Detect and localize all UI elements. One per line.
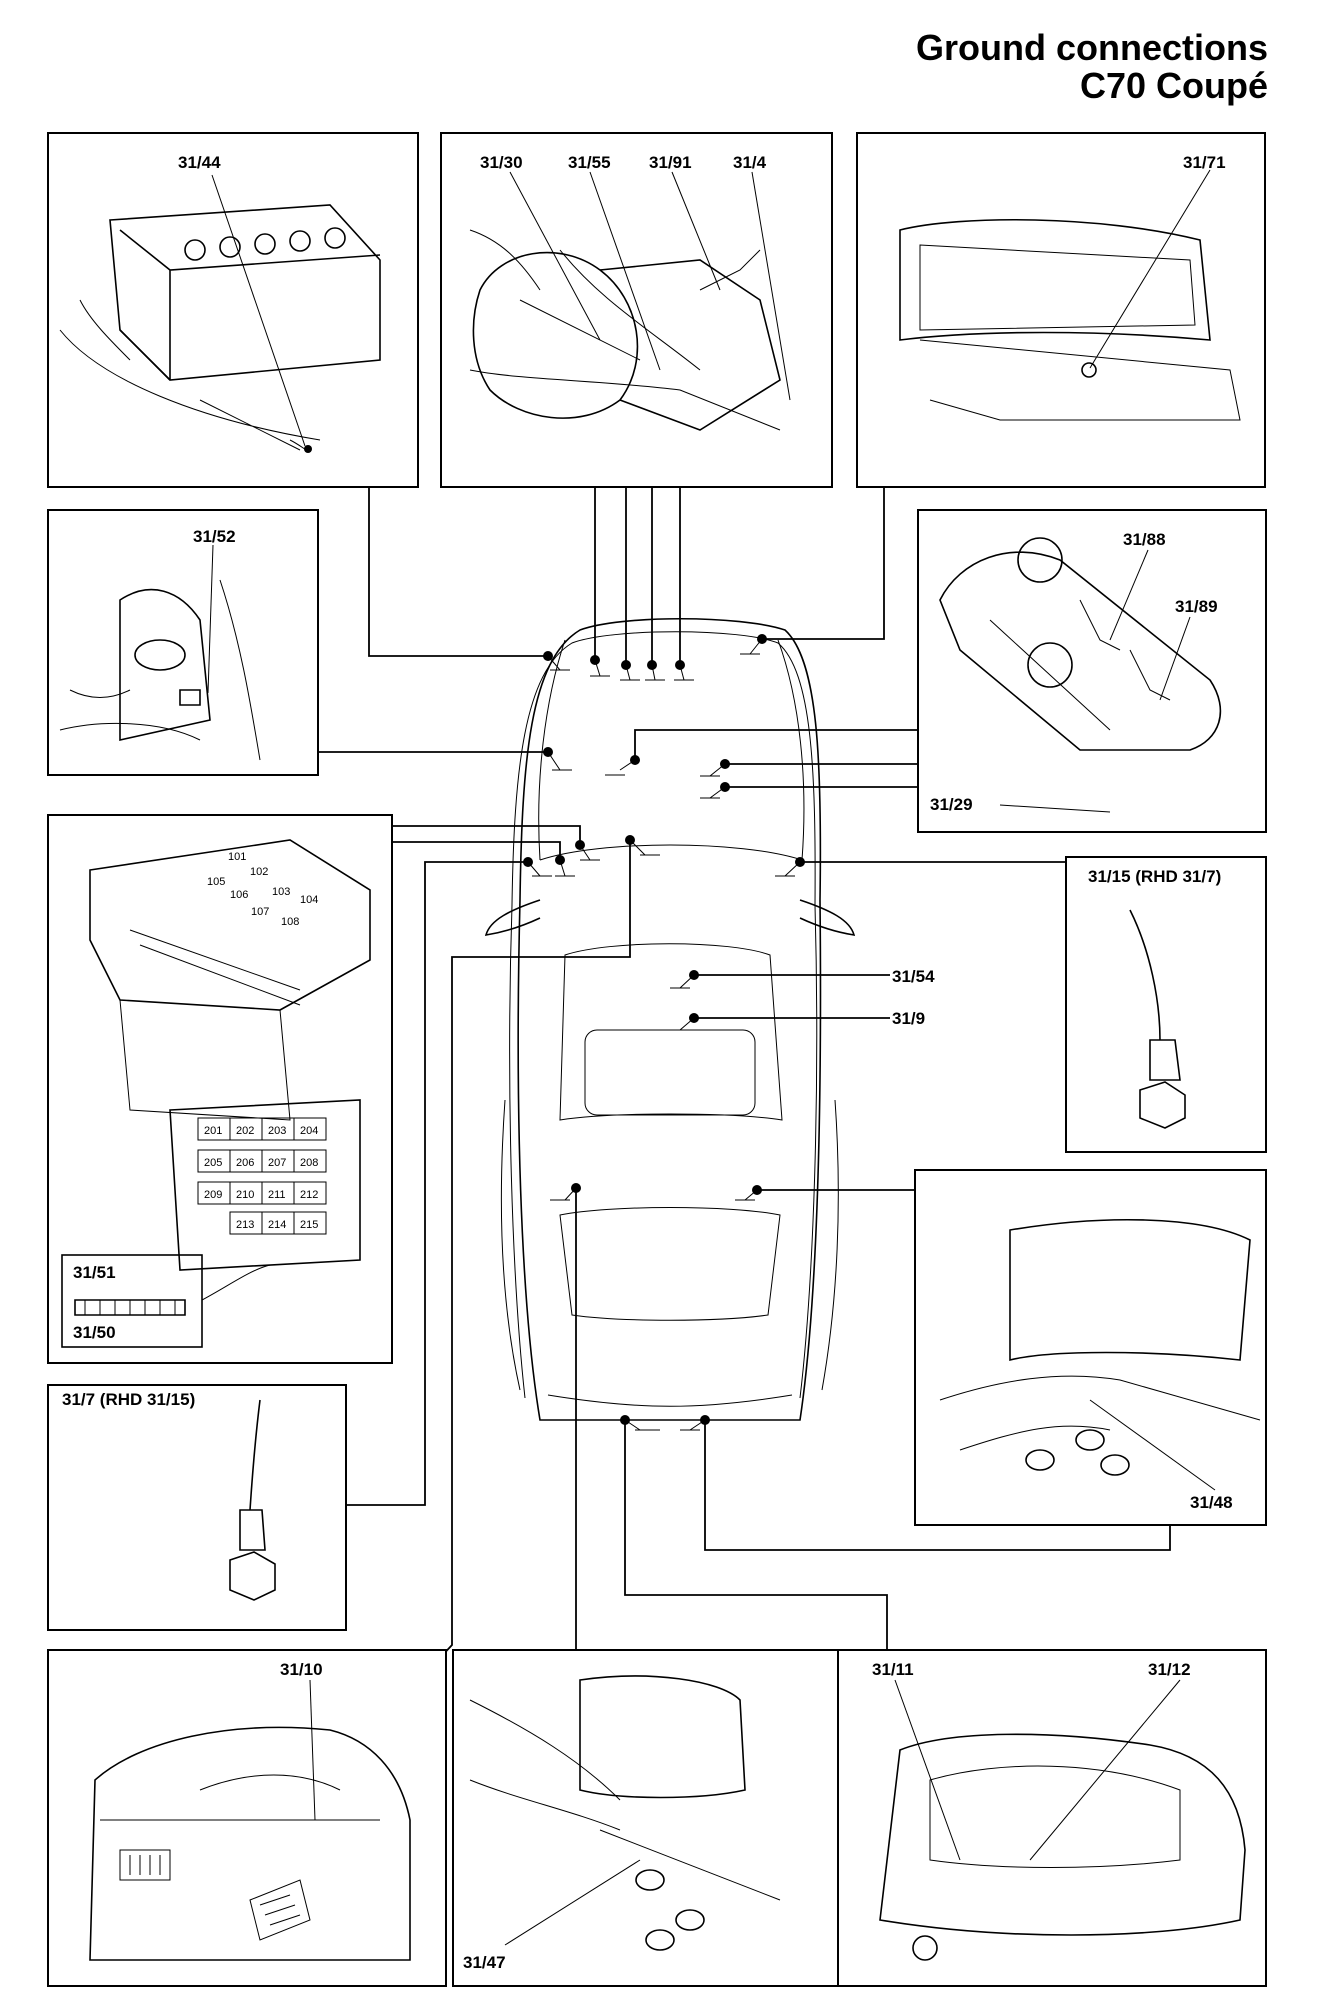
panel-fuse-box: 101 102 105 106 103 104 107 108 201 202 … xyxy=(47,814,393,1364)
fuse-215: 215 xyxy=(300,1219,318,1231)
title-line-1: Ground connections xyxy=(916,27,1268,68)
callout-31-7: 31/7 (RHD 31/15) xyxy=(62,1390,195,1409)
panel-31-15: 31/15 (RHD 31/7) xyxy=(1065,856,1267,1153)
callout-31-10: 31/10 xyxy=(280,1660,323,1679)
callout-31-44: 31/44 xyxy=(178,153,221,172)
fuse-205: 205 xyxy=(204,1157,222,1169)
relay-102: 102 xyxy=(250,866,268,878)
fuse-213: 213 xyxy=(236,1219,254,1231)
callout-31-4: 31/4 xyxy=(733,153,767,172)
callout-31-52: 31/52 xyxy=(193,527,236,546)
callout-31-48: 31/48 xyxy=(1190,1493,1233,1512)
relay-103: 103 xyxy=(272,886,290,898)
callout-31-29: 31/29 xyxy=(930,795,973,814)
callout-31-51: 31/51 xyxy=(73,1263,116,1282)
callout-31-54: 31/54 xyxy=(892,967,935,986)
ground-points xyxy=(523,634,805,1431)
title-line-2: C70 Coupé xyxy=(1080,65,1268,106)
fuse-207: 207 xyxy=(268,1157,286,1169)
panel-31-47: 31/47 xyxy=(452,1649,839,1987)
panel-cylinder-head: 31/88 31/89 31/29 xyxy=(917,509,1267,833)
relay-108: 108 xyxy=(281,916,299,928)
panel-31-52: 31/52 xyxy=(47,509,319,776)
panel-engine-bay: 31/30 31/55 31/91 31/4 xyxy=(440,132,833,488)
panel-31-7: 31/7 (RHD 31/15) xyxy=(47,1384,347,1631)
callout-31-11: 31/11 xyxy=(872,1660,914,1679)
panel-battery: 31/44 xyxy=(47,132,419,488)
fuse-212: 212 xyxy=(300,1189,318,1201)
callout-31-89: 31/89 xyxy=(1175,597,1218,616)
car-outline xyxy=(484,618,856,1421)
callout-31-15: 31/15 (RHD 31/7) xyxy=(1088,867,1221,886)
fuse-201: 201 xyxy=(204,1125,222,1137)
callout-31-88: 31/88 xyxy=(1123,530,1166,549)
callout-31-91: 31/91 xyxy=(649,153,692,172)
fuse-211: 211 xyxy=(268,1189,286,1201)
callout-31-12: 31/12 xyxy=(1148,1660,1191,1679)
callout-31-50: 31/50 xyxy=(73,1323,116,1342)
callout-31-30: 31/30 xyxy=(480,153,523,172)
panel-31-10: 31/10 xyxy=(47,1649,447,1987)
fuse-214: 214 xyxy=(268,1219,286,1231)
callout-31-71: 31/71 xyxy=(1183,153,1226,172)
callout-31-55: 31/55 xyxy=(568,153,611,172)
fuse-204: 204 xyxy=(300,1125,318,1137)
relay-104: 104 xyxy=(300,894,318,906)
relay-101: 101 xyxy=(228,851,246,863)
callout-31-47: 31/47 xyxy=(463,1953,506,1972)
fuse-202: 202 xyxy=(236,1125,254,1137)
panel-31-11-12: 31/11 31/12 xyxy=(837,1649,1267,1987)
fuse-206: 206 xyxy=(236,1157,254,1169)
relay-105: 105 xyxy=(207,876,225,888)
panel-31-48: 31/48 xyxy=(914,1169,1267,1526)
fuse-208: 208 xyxy=(300,1157,318,1169)
relay-106: 106 xyxy=(230,889,248,901)
fuse-210: 210 xyxy=(236,1189,254,1201)
callout-31-9: 31/9 xyxy=(892,1009,925,1028)
panel-31-71: 31/71 xyxy=(856,132,1266,488)
relay-107: 107 xyxy=(251,906,269,918)
fuse-203: 203 xyxy=(268,1125,286,1137)
fuse-209: 209 xyxy=(204,1189,222,1201)
